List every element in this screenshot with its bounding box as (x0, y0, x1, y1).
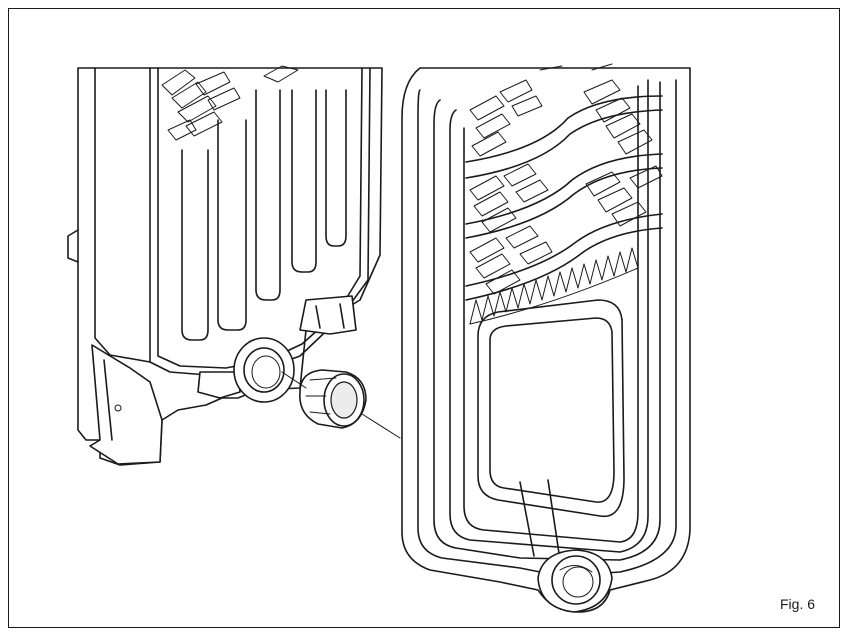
right-housing (401, 63, 691, 613)
right-housing-port (537, 549, 613, 613)
seal-bushing (299, 369, 367, 429)
figure-caption: Fig. 6 (780, 596, 816, 612)
left-housing-port (233, 337, 295, 403)
left-housing (67, 65, 383, 466)
